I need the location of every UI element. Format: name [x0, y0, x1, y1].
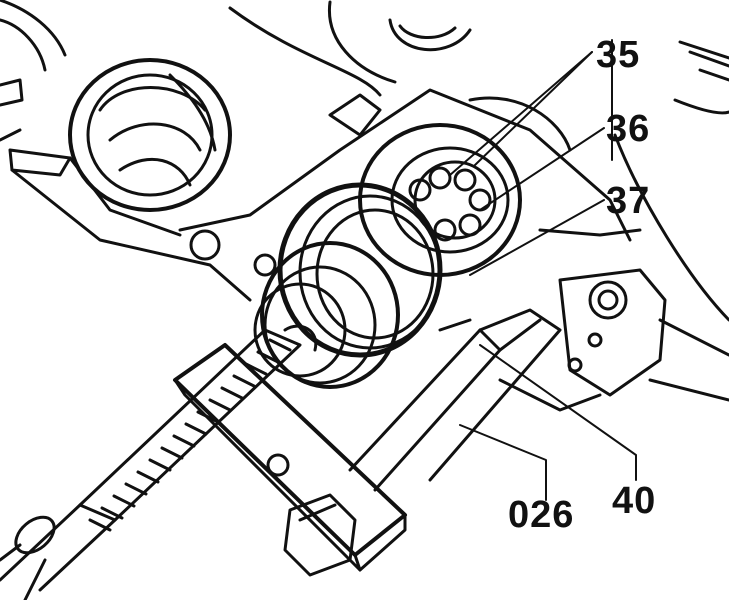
- leader-lines: [449, 39, 637, 501]
- housing-background: [0, 0, 729, 322]
- puller-yoke: [173, 343, 407, 577]
- press-tool: [253, 182, 443, 389]
- wheel-carrier: [178, 88, 729, 412]
- callout-40: 40: [612, 480, 657, 522]
- callout-37: 37: [606, 180, 651, 222]
- callout-35: 35: [596, 34, 641, 76]
- control-arm: [0, 58, 252, 302]
- tool-026-leg: [348, 308, 562, 492]
- callout-36: 36: [606, 108, 651, 150]
- callout-026: 026: [508, 494, 575, 536]
